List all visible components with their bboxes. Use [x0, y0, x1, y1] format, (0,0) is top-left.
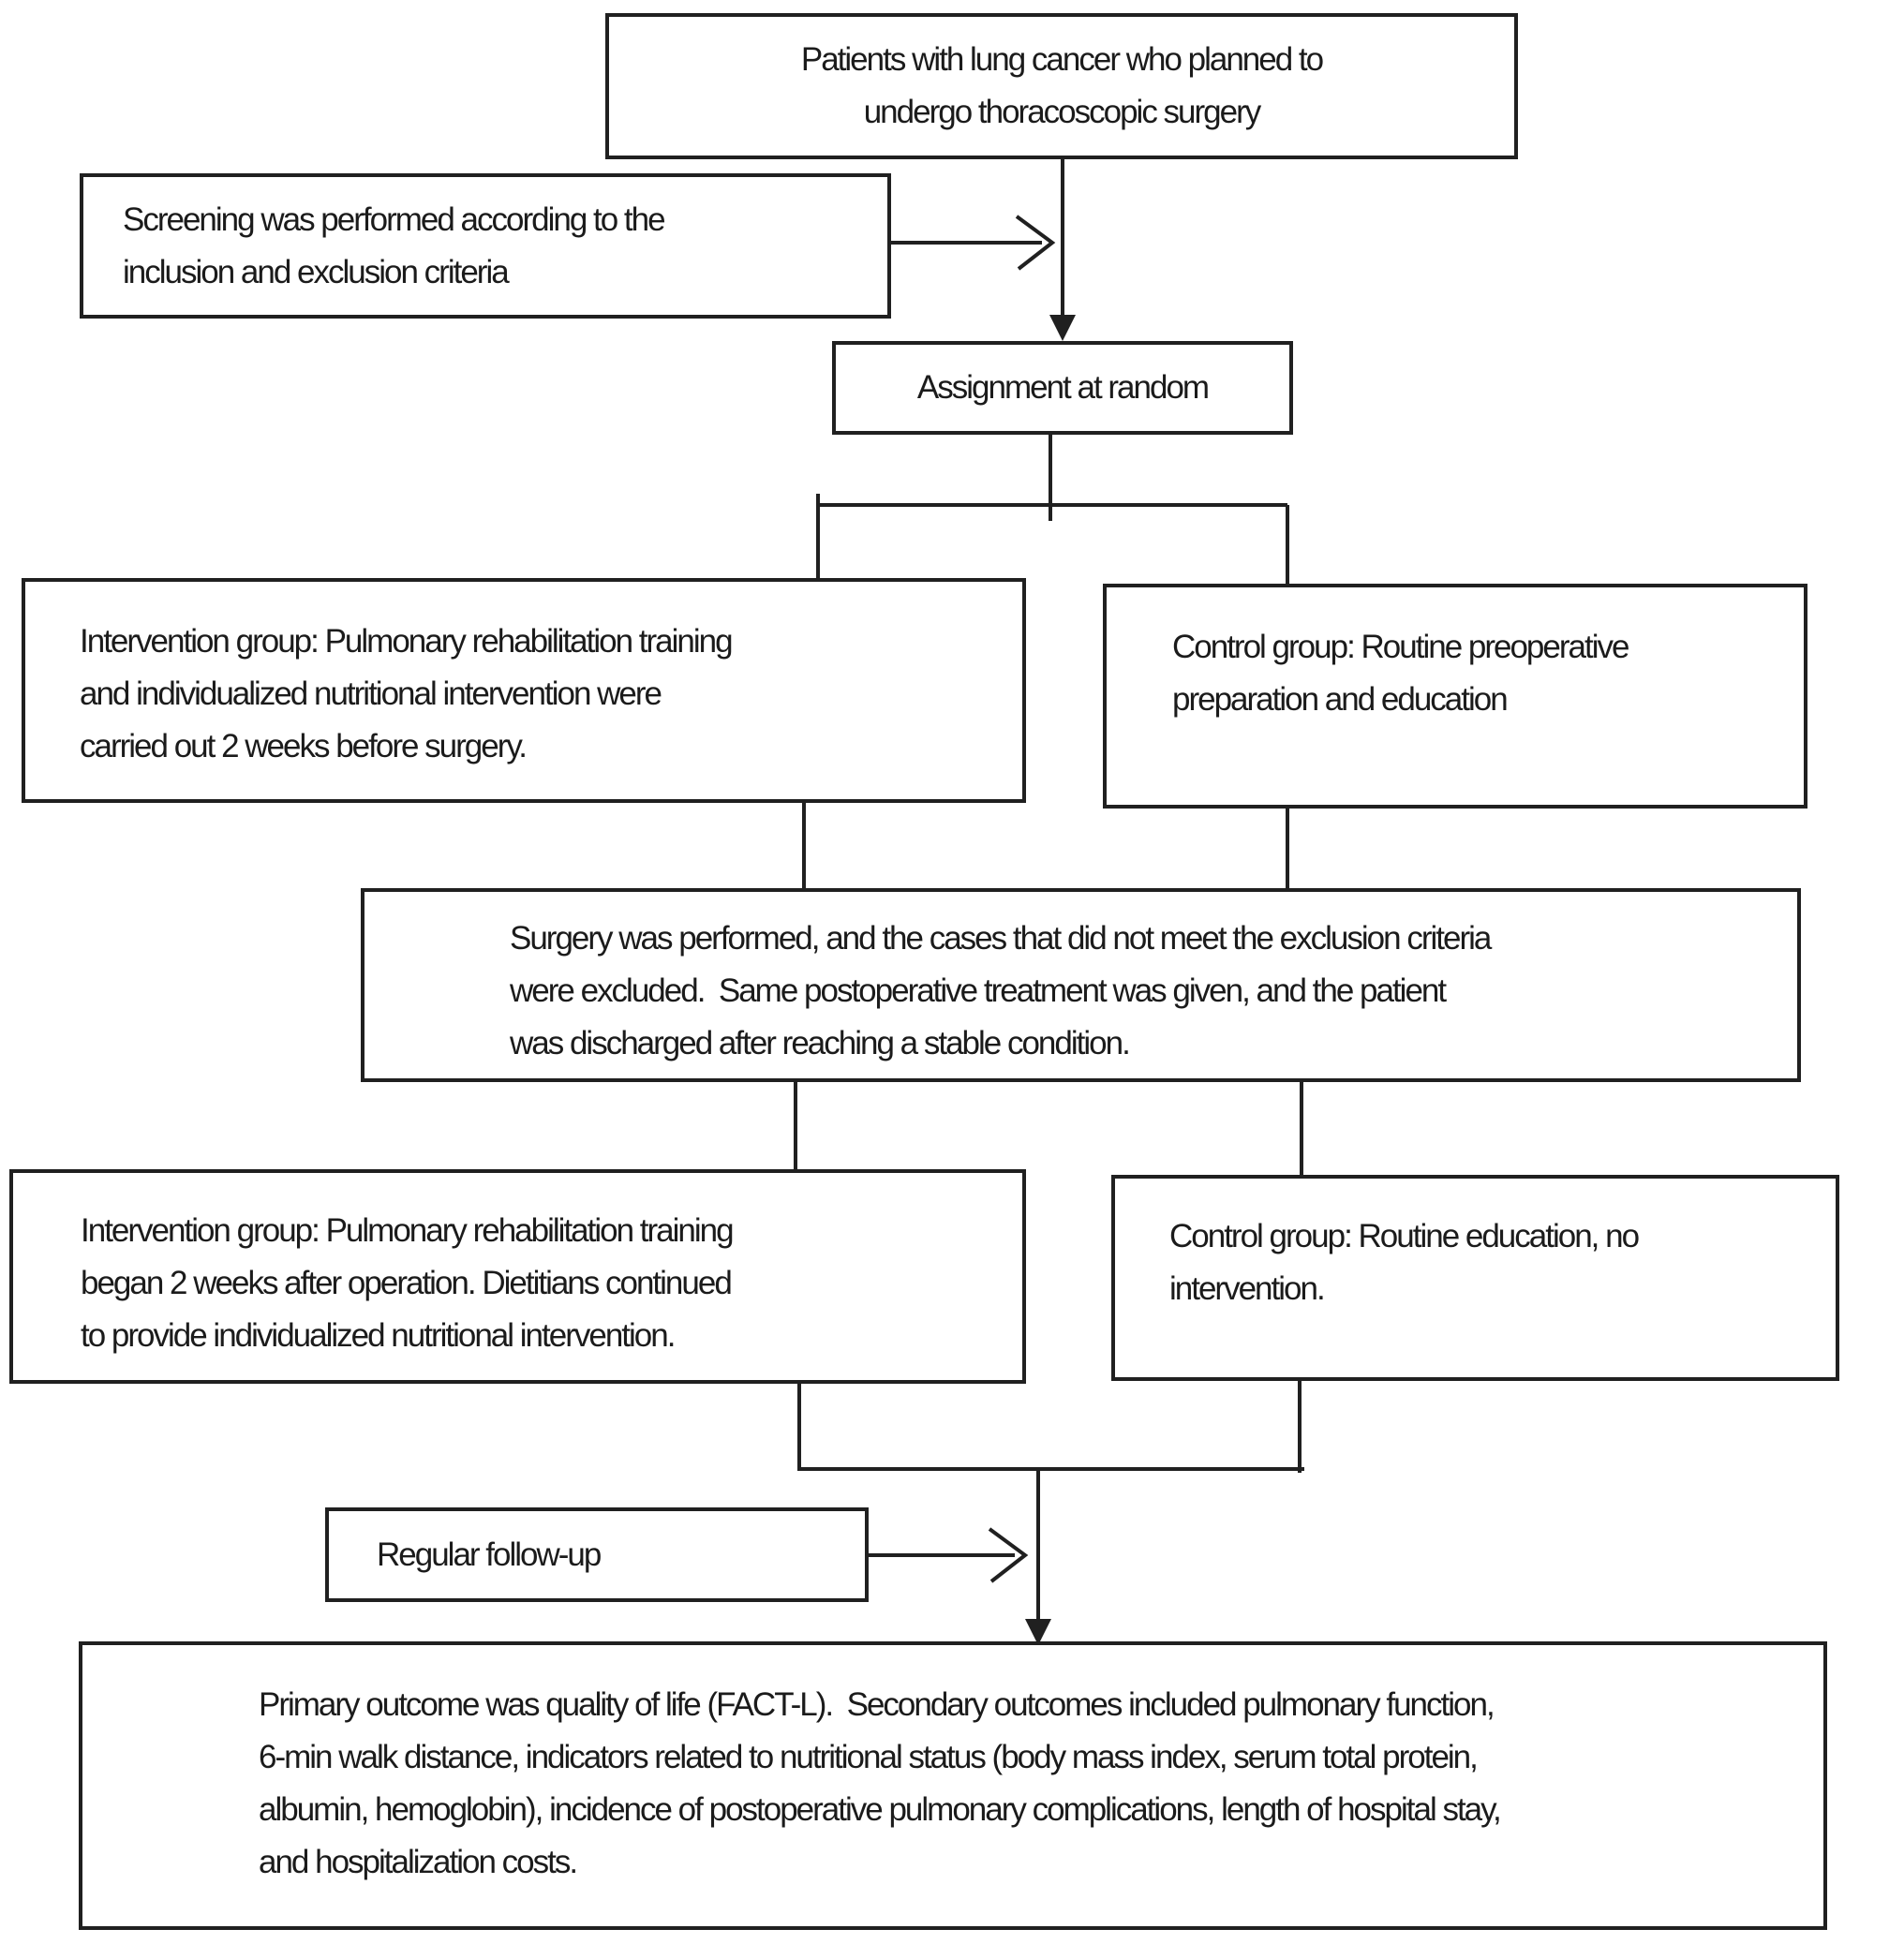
node-screening-text: Screening was performed according to the…	[123, 200, 666, 290]
node-outcomes-text: Primary outcome was quality of life (FAC…	[259, 1686, 1502, 1880]
node-assignment-box: Assignment at random	[832, 341, 1293, 435]
node-assignment-text: Assignment at random	[916, 369, 1210, 406]
node-surgery-text: Surgery was performed, and the cases tha…	[510, 920, 1492, 1061]
node-control-postop-box: Control group: Routine education, no int…	[1111, 1175, 1839, 1381]
node-patients-text: Patients with lung cancer who planned to…	[800, 41, 1324, 130]
arrowhead-down-icon	[1025, 1619, 1051, 1645]
arrowhead-right-icon	[988, 1527, 1029, 1583]
node-intervention-preop-box: Intervention group: Pulmonary rehabilita…	[22, 578, 1026, 803]
arrowhead-down-icon	[1049, 315, 1076, 341]
node-control-preop-text: Control group: Routine preoperative prep…	[1172, 629, 1629, 718]
node-followup-text: Regular follow-up	[377, 1536, 602, 1573]
node-intervention-postop-text: Intervention group: Pulmonary rehabilita…	[81, 1212, 735, 1354]
node-intervention-postop-box: Intervention group: Pulmonary rehabilita…	[9, 1169, 1026, 1384]
node-followup-box: Regular follow-up	[325, 1507, 869, 1602]
node-intervention-preop-text: Intervention group: Pulmonary rehabilita…	[80, 623, 734, 764]
node-surgery-box: Surgery was performed, and the cases tha…	[361, 888, 1801, 1082]
node-patients-box: Patients with lung cancer who planned to…	[605, 13, 1518, 159]
node-control-preop-box: Control group: Routine preoperative prep…	[1103, 584, 1807, 809]
node-screening-box: Screening was performed according to the…	[80, 173, 891, 319]
node-outcomes-box: Primary outcome was quality of life (FAC…	[79, 1641, 1827, 1930]
node-control-postop-text: Control group: Routine education, no int…	[1169, 1218, 1640, 1307]
arrowhead-right-icon	[1015, 215, 1056, 271]
